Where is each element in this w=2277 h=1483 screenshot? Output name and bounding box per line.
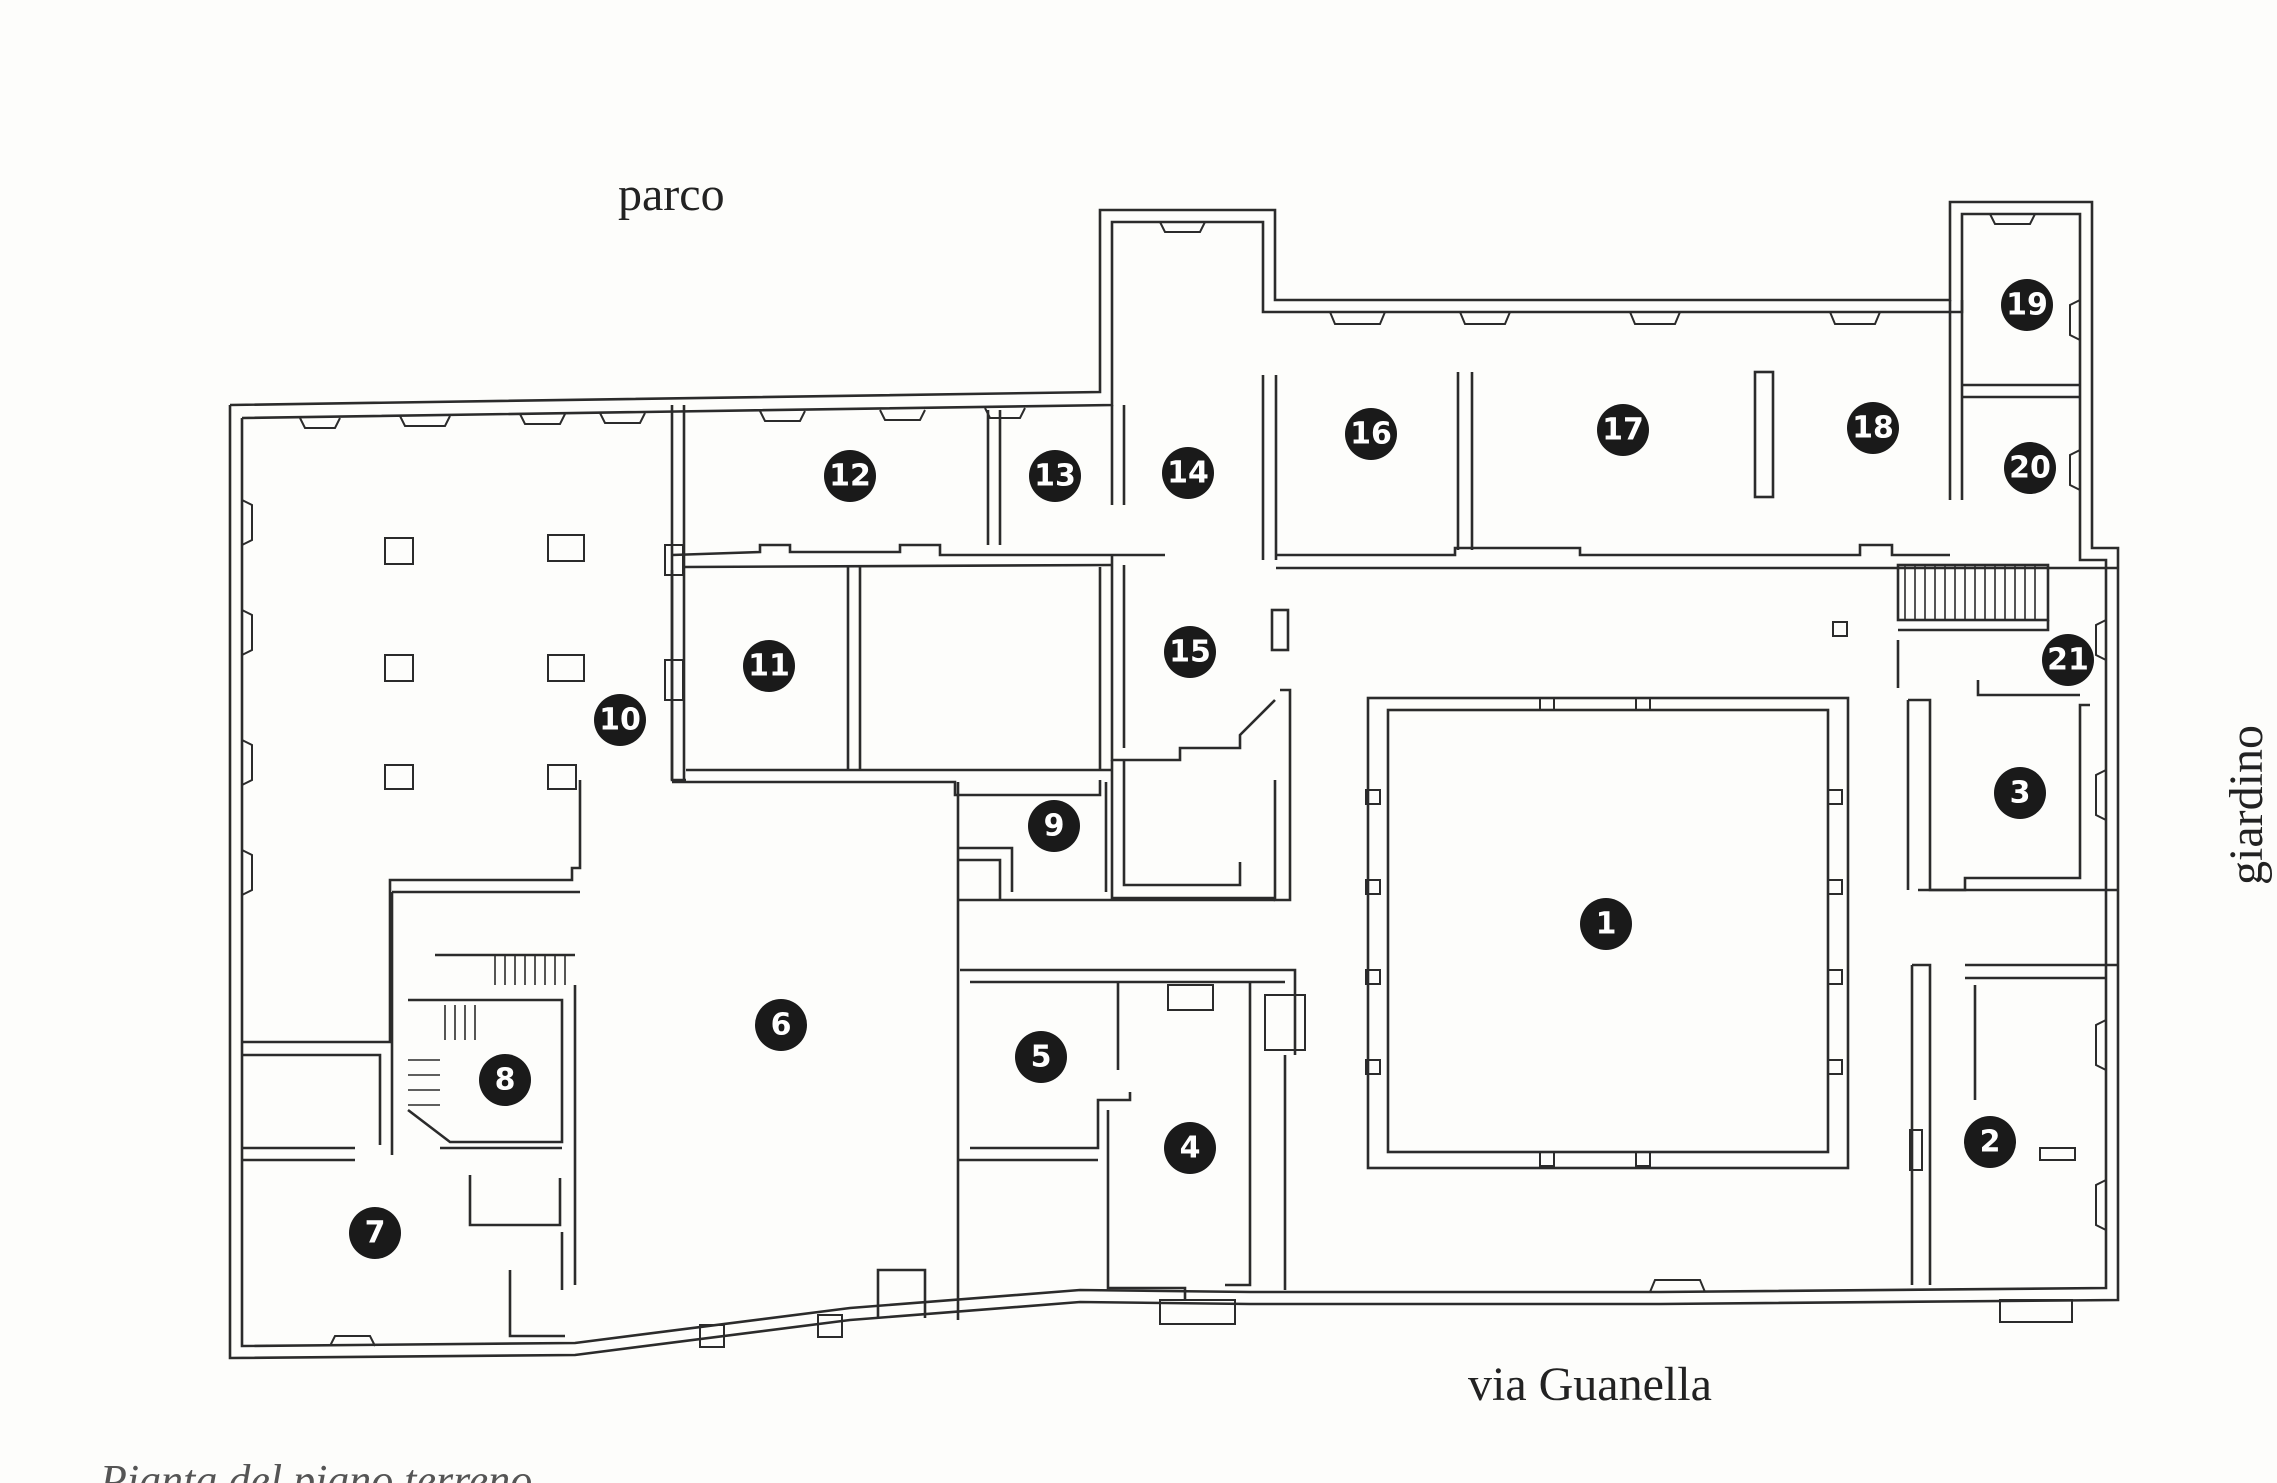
svg-text:1: 1 [1596, 907, 1617, 942]
room-marker-7: 7 [349, 1207, 401, 1259]
svg-text:12: 12 [829, 459, 871, 494]
room-marker-3: 3 [1994, 767, 2046, 819]
svg-text:11: 11 [748, 649, 790, 684]
stair-8-hatching [408, 955, 566, 1106]
outer-walls [228, 200, 2120, 1360]
room-marker-15: 15 [1164, 626, 1216, 678]
stair-21-hatching [1904, 565, 2036, 620]
svg-text:18: 18 [1852, 411, 1894, 446]
room-marker-4: 4 [1164, 1122, 1216, 1174]
svg-text:6: 6 [771, 1008, 792, 1043]
caption: Pianta del piano terreno [99, 1456, 532, 1483]
label-south: via Guanella [1468, 1358, 1712, 1411]
room-marker-5: 5 [1015, 1031, 1067, 1083]
room-marker-10: 10 [594, 694, 646, 746]
room-marker-18: 18 [1847, 402, 1899, 454]
svg-text:21: 21 [2047, 643, 2089, 678]
interior-walls [242, 300, 2118, 1348]
svg-text:17: 17 [1602, 413, 1644, 448]
room-marker-19: 19 [2001, 279, 2053, 331]
svg-text:2: 2 [1980, 1125, 2001, 1160]
svg-text:20: 20 [2009, 451, 2051, 486]
svg-text:13: 13 [1034, 459, 1076, 494]
room-10-pillars [384, 534, 585, 790]
svg-text:7: 7 [365, 1216, 386, 1251]
room-marker-1: 1 [1580, 898, 1632, 950]
svg-text:4: 4 [1180, 1131, 1201, 1166]
svg-text:16: 16 [1350, 417, 1392, 452]
room-marker-14: 14 [1162, 447, 1214, 499]
svg-text:8: 8 [495, 1063, 516, 1098]
room-marker-6: 6 [755, 999, 807, 1051]
room-marker-13: 13 [1029, 450, 1081, 502]
room-marker-21: 21 [2042, 634, 2094, 686]
svg-text:14: 14 [1167, 456, 1209, 491]
room-marker-17: 17 [1597, 404, 1649, 456]
room-marker-8: 8 [479, 1054, 531, 1106]
label-north: parco [618, 168, 725, 221]
svg-text:3: 3 [2010, 776, 2031, 811]
room-marker-20: 20 [2004, 442, 2056, 494]
svg-text:15: 15 [1169, 635, 1211, 670]
room-marker-9: 9 [1028, 800, 1080, 852]
label-east: giardino [2220, 725, 2273, 885]
svg-text:9: 9 [1044, 809, 1065, 844]
room-marker-11: 11 [743, 640, 795, 692]
room-marker-16: 16 [1345, 408, 1397, 460]
room-marker-2: 2 [1964, 1116, 2016, 1168]
svg-text:10: 10 [599, 703, 641, 738]
room-marker-12: 12 [824, 450, 876, 502]
svg-text:5: 5 [1031, 1040, 1052, 1075]
svg-text:19: 19 [2006, 288, 2048, 323]
